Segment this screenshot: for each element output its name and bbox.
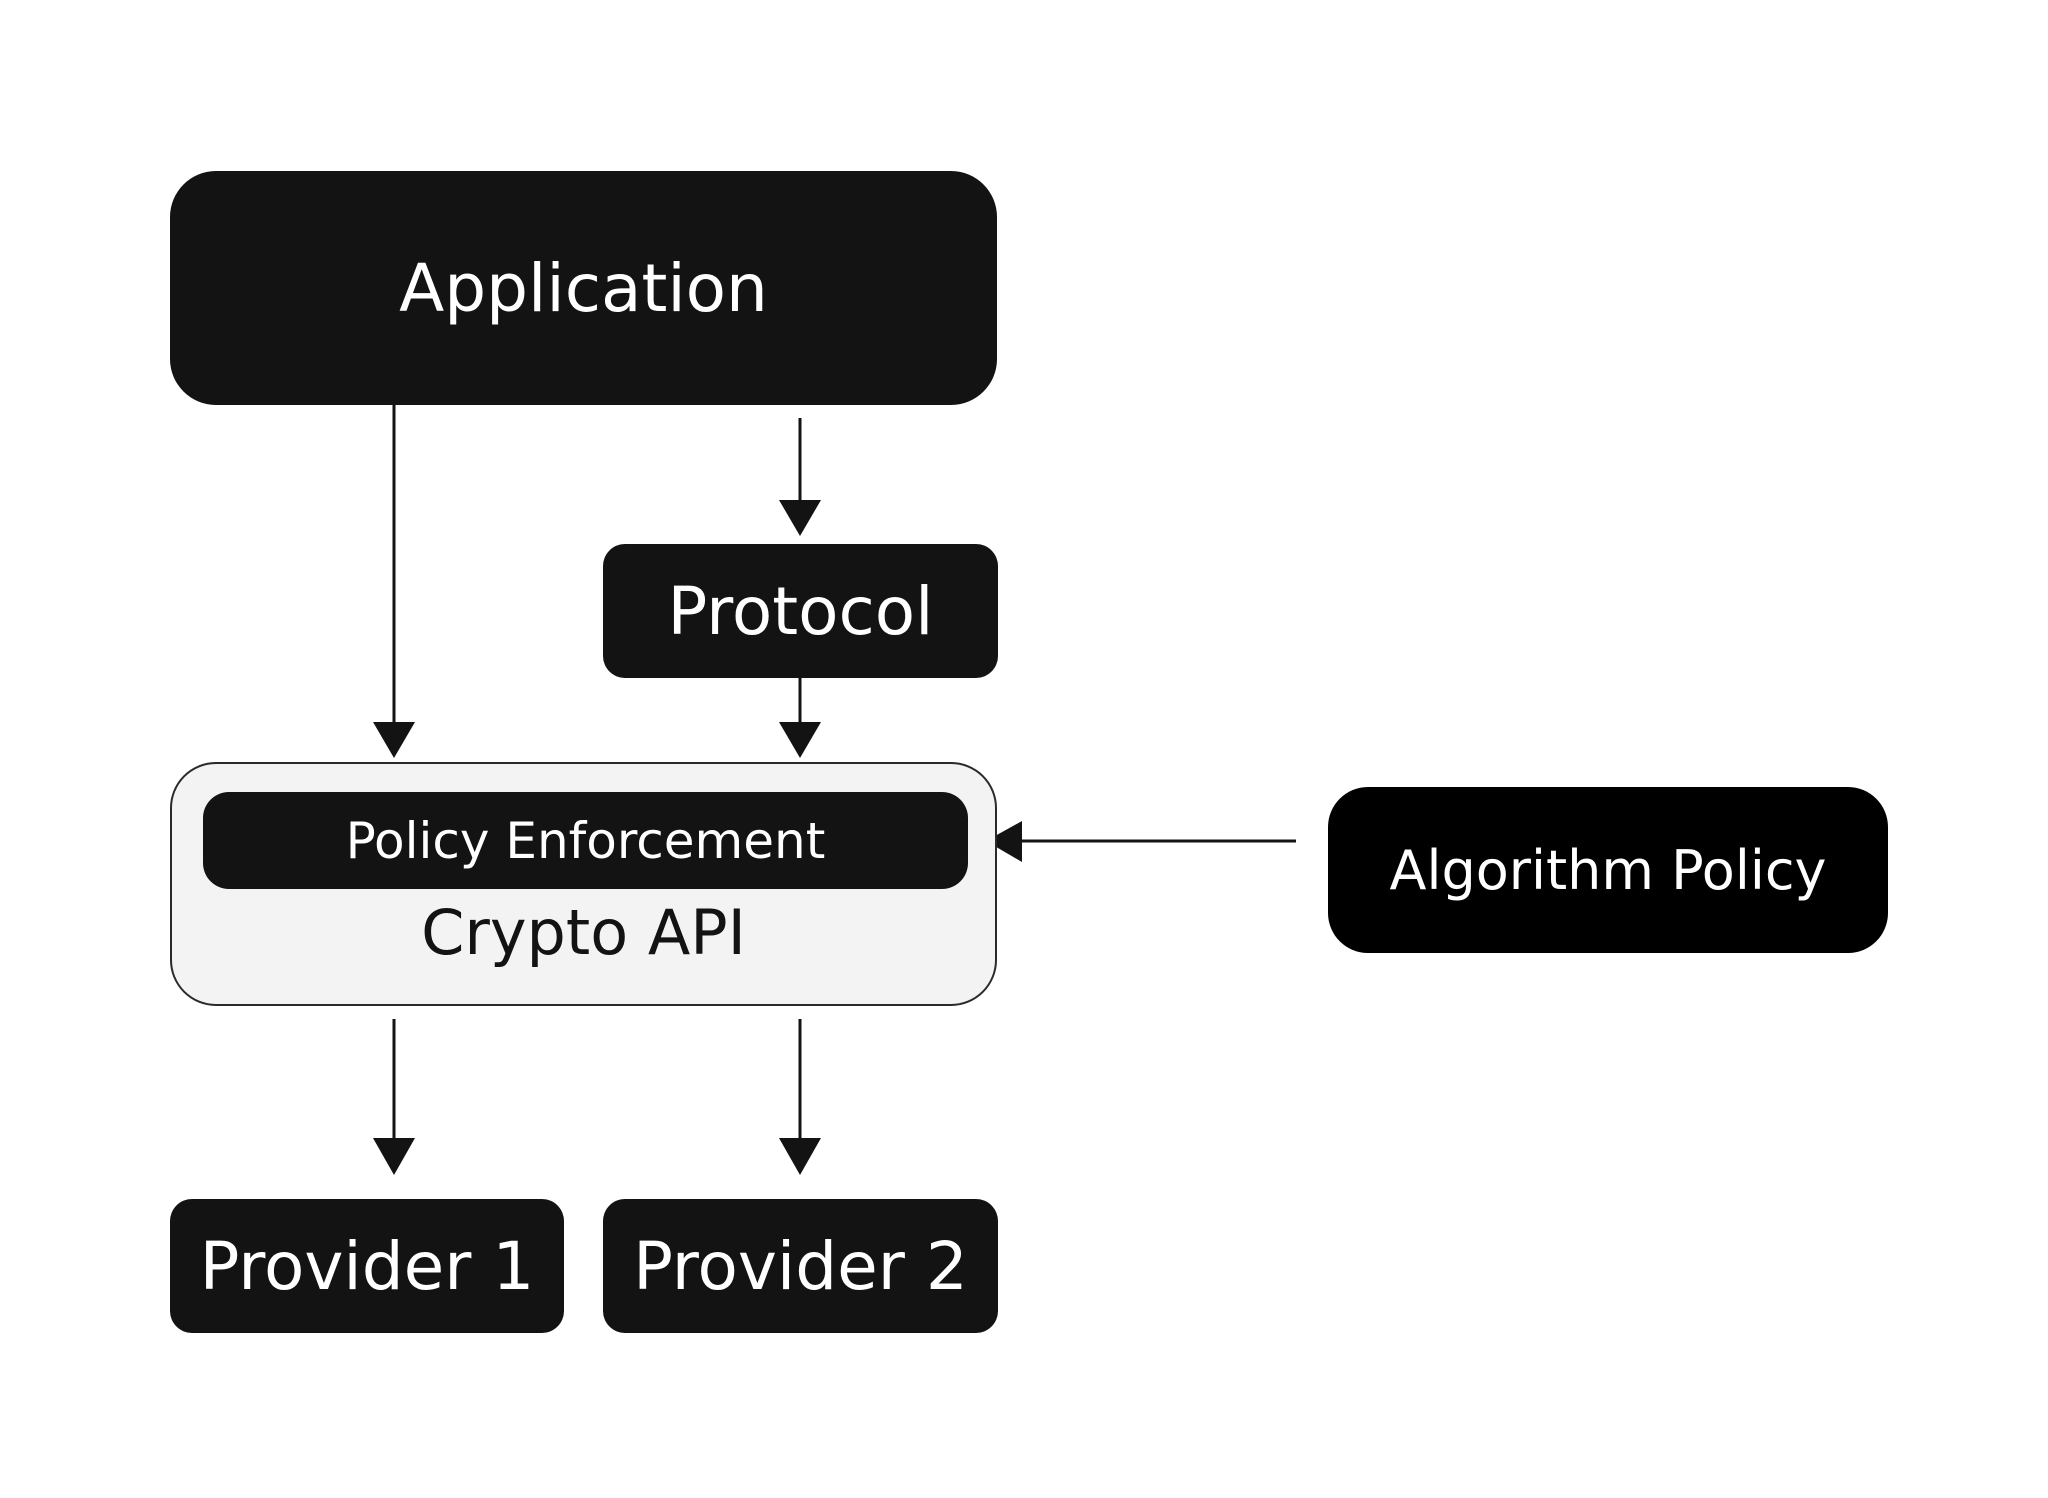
protocol-label: Protocol [667,572,934,650]
application-label: Application [399,249,768,327]
provider-1-node: Provider 1 [170,1199,564,1333]
edge-crypto-api-to-provider-1 [373,1019,415,1175]
edge-protocol-to-crypto-api [779,678,821,758]
edge-application-to-protocol [779,418,821,536]
provider-1-label: Provider 1 [199,1227,535,1305]
edge-crypto-api-to-provider-2 [779,1019,821,1175]
policy-enforcement-label: Policy Enforcement [345,811,826,870]
crypto-api-label: Crypto API [421,896,746,969]
policy-enforcement-node: Policy Enforcement [203,792,968,889]
provider-2-node: Provider 2 [603,1199,998,1333]
protocol-node: Protocol [603,544,998,678]
algorithm-policy-node: Algorithm Policy [1328,787,1888,953]
crypto-api-container: Policy Enforcement Crypto API [170,762,997,1006]
edge-algorithm-policy-to-policy-enforcement [986,821,1296,862]
algorithm-policy-label: Algorithm Policy [1389,838,1827,902]
application-node: Application [170,171,997,405]
edge-application-to-crypto-api [373,405,415,758]
provider-2-label: Provider 2 [633,1227,968,1305]
